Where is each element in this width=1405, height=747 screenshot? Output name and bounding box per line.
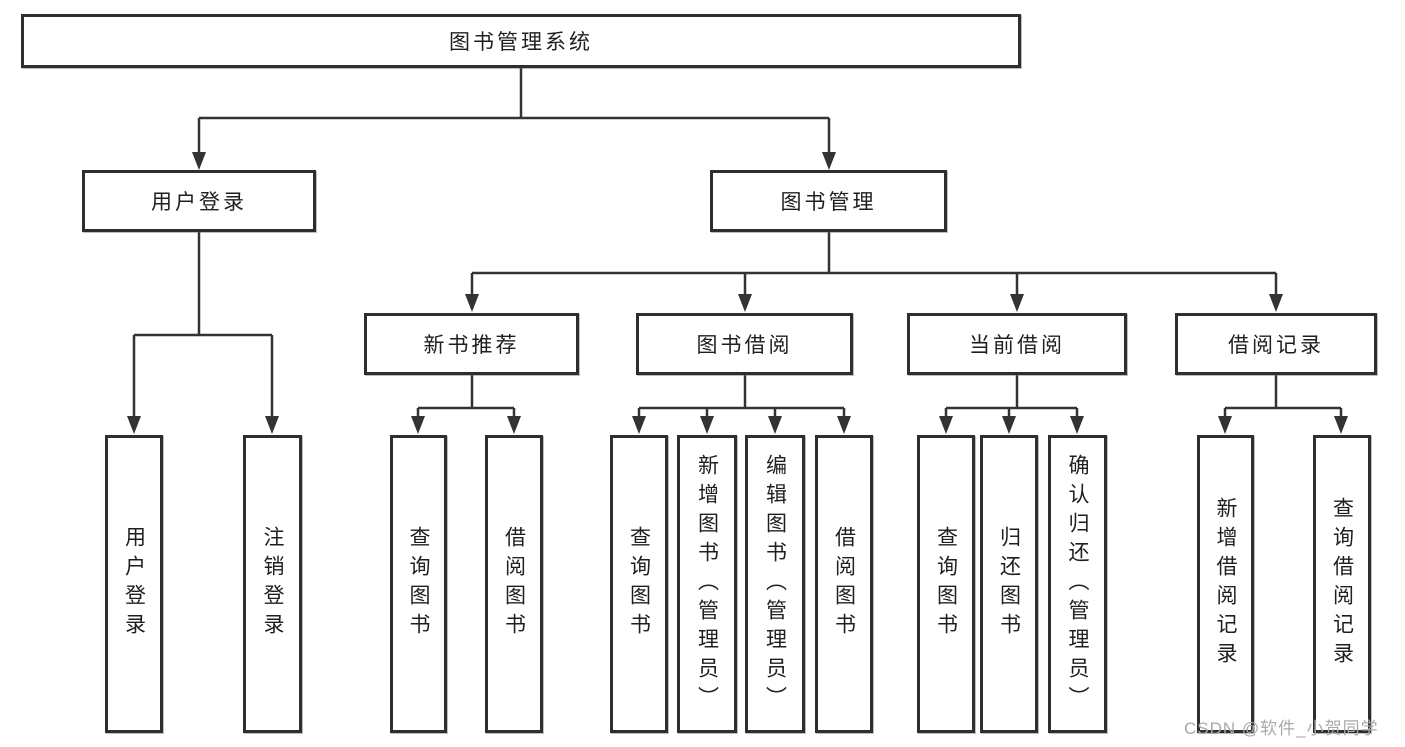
leaf-confirm-return-admin: 确认归还（管理员） [1048, 435, 1107, 733]
node-borrow-record: 借阅记录 [1175, 313, 1377, 375]
leaf-label: 借阅图书 [832, 526, 856, 642]
node-user-login-label: 用户登录 [151, 191, 247, 214]
leaf-edit-book-admin: 编辑图书（管理员） [745, 435, 805, 733]
node-new-book-recommend: 新书推荐 [364, 313, 579, 375]
node-book-management-label: 图书管理 [780, 191, 877, 214]
leaf-label: 新增借阅记录 [1214, 497, 1238, 671]
leaf-logout: 注销登录 [243, 435, 302, 733]
leaf-user-login: 用户登录 [105, 435, 163, 733]
leaf-query-book-recommend: 查询图书 [390, 435, 447, 733]
node-current-borrow: 当前借阅 [907, 313, 1127, 375]
leaf-label: 确认归还（管理员） [1066, 453, 1090, 715]
leaf-query-book-borrow: 查询图书 [610, 435, 668, 733]
leaf-query-book-current: 查询图书 [917, 435, 975, 733]
leaf-label: 查询图书 [407, 526, 431, 642]
node-book-borrow: 图书借阅 [636, 313, 853, 375]
node-book-borrow-label: 图书借阅 [696, 334, 793, 357]
leaf-label: 编辑图书（管理员） [763, 453, 787, 715]
node-new-book-recommend-label: 新书推荐 [423, 334, 520, 357]
leaf-label: 查询图书 [627, 526, 651, 642]
csdn-watermark: CSDN @软件_小贺同学 [1184, 719, 1379, 738]
leaf-add-book-admin: 新增图书（管理员） [677, 435, 737, 733]
leaf-label: 查询图书 [934, 526, 958, 642]
node-book-management: 图书管理 [710, 170, 947, 232]
leaf-borrow-book-recommend: 借阅图书 [485, 435, 543, 733]
node-current-borrow-label: 当前借阅 [969, 334, 1065, 357]
node-root-label: 图书管理系统 [449, 31, 593, 54]
leaf-label: 用户登录 [122, 526, 146, 642]
leaf-label: 注销登录 [261, 526, 285, 642]
leaf-query-borrow-record: 查询借阅记录 [1313, 435, 1371, 733]
leaf-borrow-book: 借阅图书 [815, 435, 873, 733]
leaf-add-borrow-record: 新增借阅记录 [1197, 435, 1254, 733]
node-root: 图书管理系统 [21, 14, 1021, 68]
node-borrow-record-label: 借阅记录 [1228, 334, 1324, 357]
leaf-label: 归还图书 [997, 526, 1021, 642]
leaf-return-book: 归还图书 [980, 435, 1038, 733]
leaf-label: 查询借阅记录 [1330, 497, 1354, 671]
node-user-login: 用户登录 [82, 170, 316, 232]
leaf-label: 新增图书（管理员） [695, 453, 719, 715]
leaf-label: 借阅图书 [502, 526, 526, 642]
